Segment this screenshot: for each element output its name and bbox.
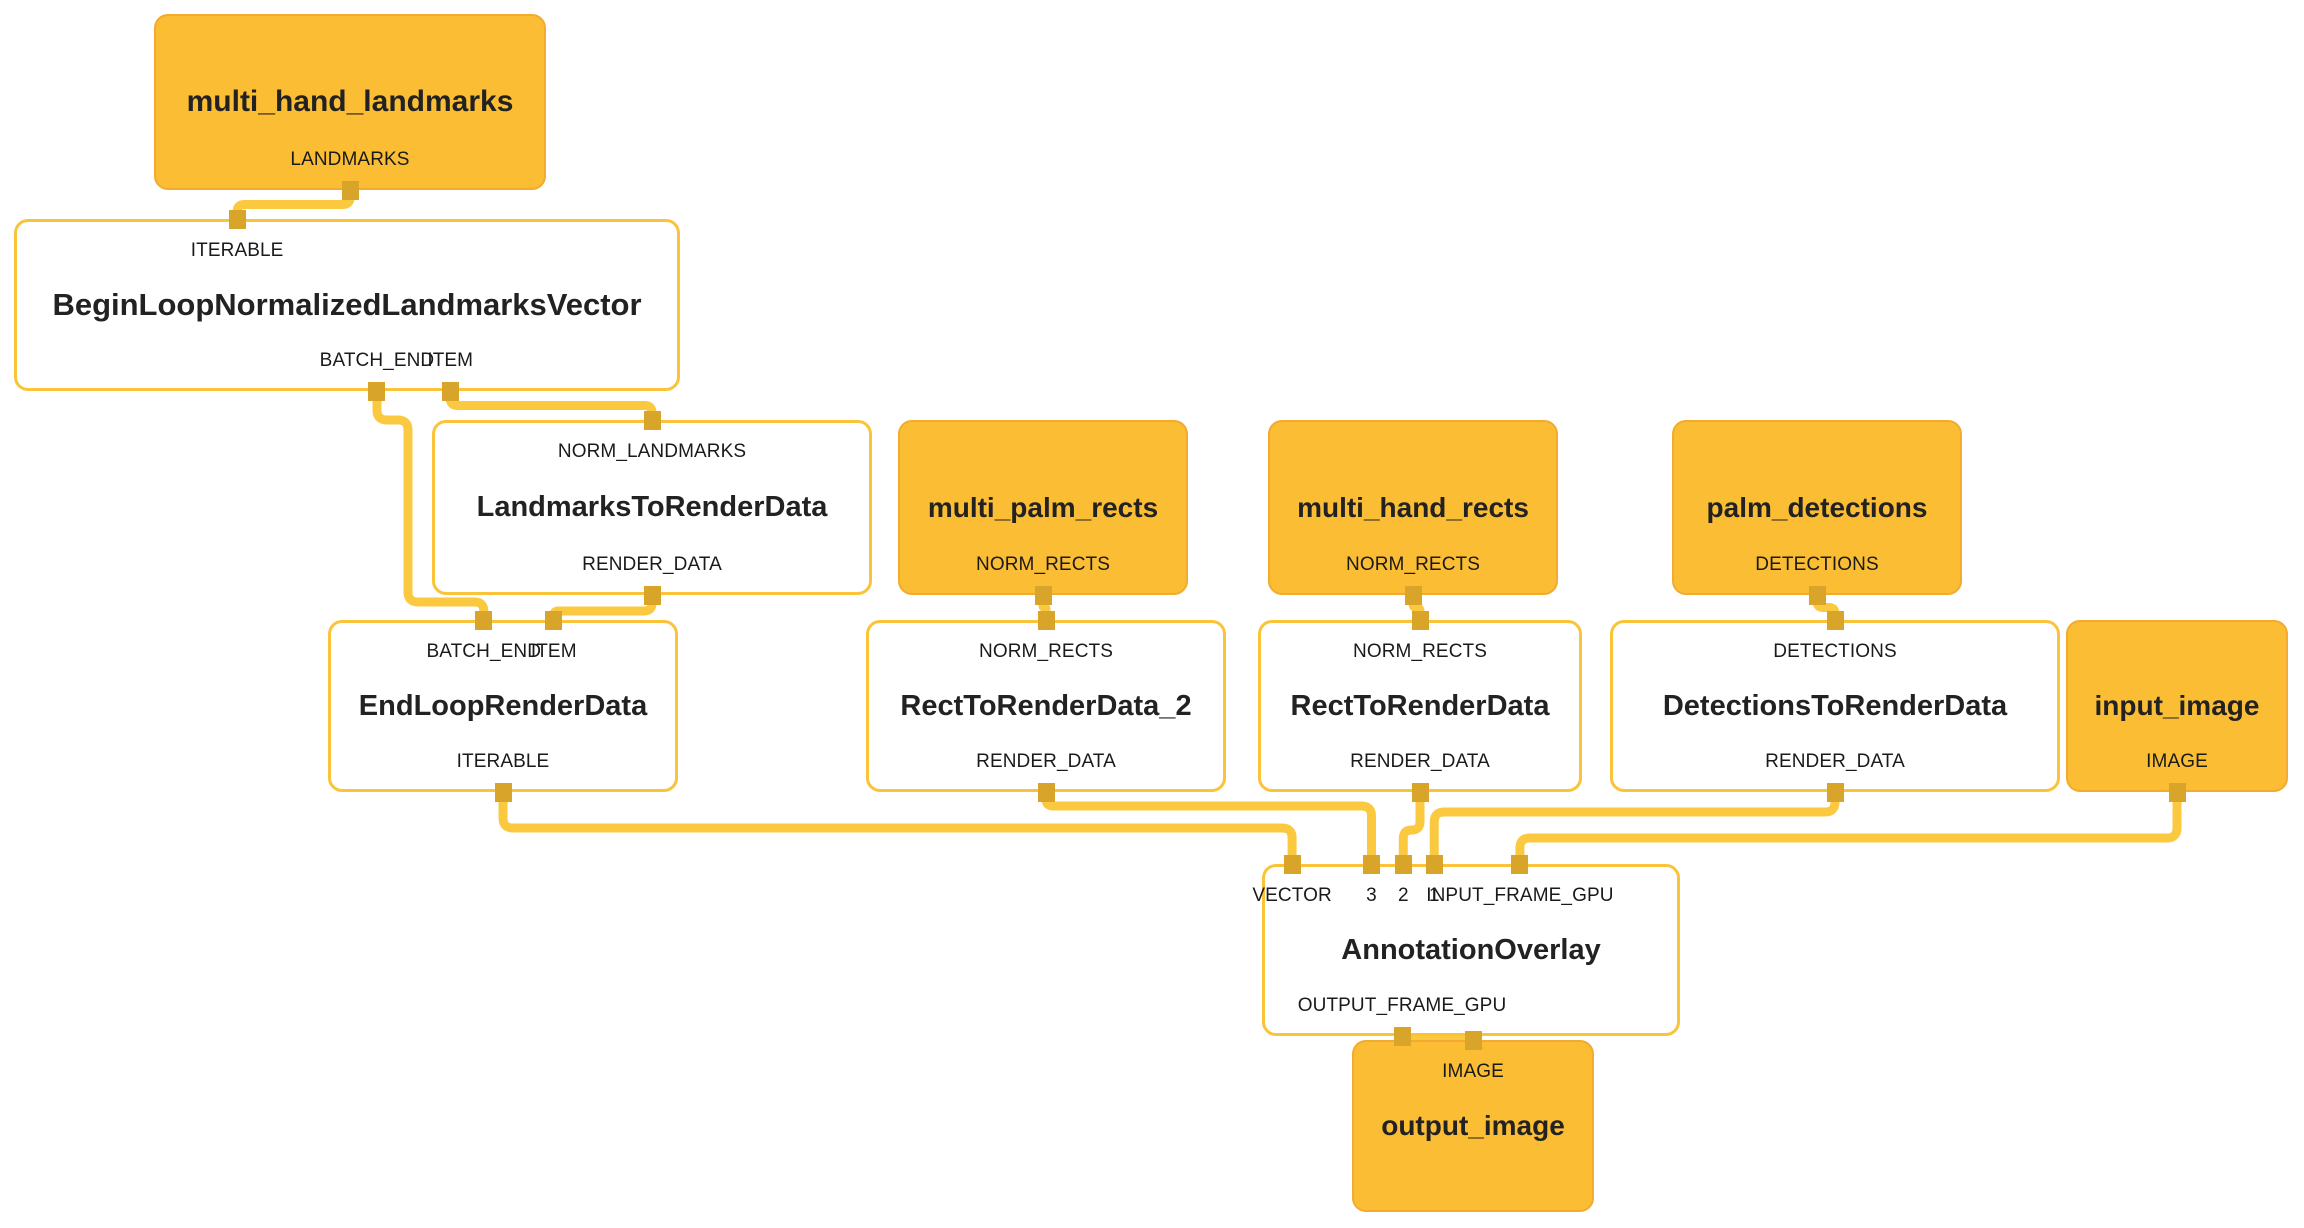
port-label-in-iterable: ITERABLE (190, 240, 284, 261)
port-in-vector[interactable] (1283, 855, 1301, 874)
graph-node-endlooprenderdata[interactable]: EndLoopRenderData (328, 620, 678, 792)
port-label-in-image: IMAGE (1442, 1061, 1504, 1082)
port-label-in-batch-end: BATCH_END (426, 641, 542, 662)
graph-node-palm-detections[interactable]: palm_detections (1672, 420, 1962, 595)
port-label-in-norm-rects: NORM_RECTS (1352, 641, 1488, 662)
port-label-out-render-data: RENDER_DATA (1765, 751, 1905, 772)
node-title: EndLoopRenderData (358, 689, 648, 722)
port-in-input-frame-gpu[interactable] (1511, 855, 1529, 874)
port-label-in-input-frame-gpu: INPUT_FRAME_GPU (1426, 885, 1614, 906)
graph-edge-recttorenderdata-2-render-data-to-annotationoverlay-3 (1041, 792, 1377, 864)
graph-edge-multi-hand-landmarks-landmarks-to-beginloopnormalizedlandmarksvector-iterable (232, 190, 355, 219)
port-label-in-3: 3 (1366, 885, 1377, 906)
port-label-out-render-data: RENDER_DATA (976, 751, 1116, 772)
port-label-in-item: ITEM (530, 641, 577, 662)
graph-node-detectionstorenderdata[interactable]: DetectionsToRenderData (1610, 620, 2060, 792)
port-label-in-norm-rects: NORM_RECTS (978, 641, 1114, 662)
port-label-out-output-frame-gpu: OUTPUT_FRAME_GPU (1297, 995, 1507, 1016)
port-in-norm-landmarks[interactable] (643, 411, 661, 430)
port-in-detections[interactable] (1826, 611, 1844, 630)
port-label-out-item: ITEM (427, 350, 474, 371)
node-title: AnnotationOverlay (1341, 933, 1601, 966)
graph-node-multi-palm-rects[interactable]: multi_palm_rects (898, 420, 1188, 595)
port-label-in-detections: DETECTIONS (1773, 641, 1897, 662)
port-out-iterable[interactable] (494, 783, 512, 802)
node-title: input_image (2094, 690, 2260, 722)
graph-edge-endlooprenderdata-iterable-to-annotationoverlay-vector (498, 792, 1297, 864)
port-label-out-image: IMAGE (2146, 751, 2208, 772)
port-label-out-batch-end: BATCH_END (319, 350, 435, 371)
node-title: LandmarksToRenderData (476, 491, 828, 524)
node-title: multi_hand_landmarks (186, 85, 514, 119)
graph-node-multi-hand-landmarks[interactable]: multi_hand_landmarks (154, 14, 546, 190)
port-label-out-norm-rects: NORM_RECTS (975, 554, 1111, 575)
port-label-out-render-data: RENDER_DATA (582, 554, 722, 575)
port-in-2[interactable] (1394, 855, 1412, 874)
graph-node-multi-hand-rects[interactable]: multi_hand_rects (1268, 420, 1558, 595)
port-in-3[interactable] (1363, 855, 1381, 874)
node-title: RectToRenderData (1290, 689, 1550, 722)
node-title: multi_palm_rects (927, 491, 1159, 523)
node-title: DetectionsToRenderData (1662, 689, 2008, 722)
graph-node-recttorenderdata[interactable]: RectToRenderData (1258, 620, 1582, 792)
port-out-output-frame-gpu[interactable] (1393, 1027, 1411, 1046)
graph-edge-landmarkstorenderdata-render-data-to-endlooprenderdata-item (549, 595, 657, 620)
port-out-norm-rects[interactable] (1034, 586, 1052, 605)
graph-edge-detectionstorenderdata-render-data-to-annotationoverlay-1 (1429, 792, 1840, 864)
graph-node-output-image[interactable]: output_image (1352, 1040, 1594, 1212)
port-label-out-norm-rects: NORM_RECTS (1345, 554, 1481, 575)
node-title: output_image (1381, 1110, 1565, 1142)
node-title: RectToRenderData_2 (900, 689, 1192, 722)
port-out-batch-end[interactable] (368, 382, 386, 401)
port-out-landmarks[interactable] (341, 181, 359, 200)
node-title: multi_hand_rects (1297, 491, 1529, 523)
port-in-norm-rects[interactable] (1037, 611, 1055, 630)
port-label-out-iterable: ITERABLE (456, 751, 550, 772)
port-out-image[interactable] (2168, 783, 2186, 802)
graph-node-beginloopnormalizedlandmarksvector[interactable]: BeginLoopNormalizedLandmarksVector (14, 219, 680, 391)
port-out-detections[interactable] (1808, 586, 1826, 605)
port-in-norm-rects[interactable] (1411, 611, 1429, 630)
port-out-norm-rects[interactable] (1404, 586, 1422, 605)
port-in-iterable[interactable] (228, 210, 246, 229)
port-out-render-data[interactable] (1411, 783, 1429, 802)
port-in-1[interactable] (1425, 855, 1443, 874)
node-title: palm_detections (1706, 491, 1928, 523)
port-label-out-detections: DETECTIONS (1755, 554, 1879, 575)
port-label-in-1: 1 (1428, 885, 1440, 906)
port-out-render-data[interactable] (1826, 783, 1844, 802)
port-in-item[interactable] (545, 611, 563, 630)
port-label-in-vector: VECTOR (1252, 885, 1332, 906)
port-label-out-render-data: RENDER_DATA (1350, 751, 1490, 772)
port-out-item[interactable] (441, 382, 459, 401)
graph-node-recttorenderdata-2[interactable]: RectToRenderData_2 (866, 620, 1226, 792)
port-in-image[interactable] (1464, 1031, 1482, 1050)
graph-edge-input-image-image-to-annotationoverlay-input-frame-gpu (1515, 792, 2182, 864)
port-label-in-2: 2 (1397, 885, 1409, 906)
graph-edge-recttorenderdata-render-data-to-annotationoverlay-2 (1398, 792, 1425, 864)
graph-node-input-image[interactable]: input_image (2066, 620, 2288, 792)
port-label-out-landmarks: LANDMARKS (290, 149, 410, 170)
node-title: BeginLoopNormalizedLandmarksVector (52, 286, 642, 322)
port-out-render-data[interactable] (1037, 783, 1055, 802)
graph-edge-beginloopnormalizedlandmarksvector-item-to-landmarkstorenderdata-norm-landmarks (445, 391, 657, 420)
port-out-render-data[interactable] (643, 586, 661, 605)
port-in-batch-end[interactable] (475, 611, 493, 630)
port-label-in-norm-landmarks: NORM_LANDMARKS (557, 441, 747, 462)
